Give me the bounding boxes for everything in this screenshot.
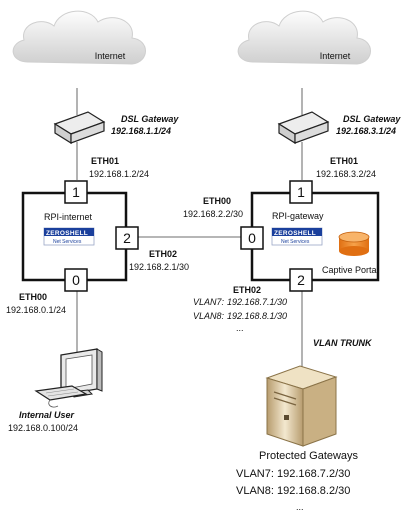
cloud-label-left: Internet <box>95 51 126 61</box>
port-2-left <box>115 226 139 250</box>
right-eth02-label: ETH02 <box>233 285 261 295</box>
zeroshell-logo: ZEROSHELL Net Services <box>271 227 323 246</box>
protected-gateways-title: Protected Gateways <box>259 450 359 462</box>
rpi-gateway-title: RPI-gateway <box>272 211 324 221</box>
zeroshell-logo-name: ZEROSHELL <box>46 230 88 237</box>
right-eth00-ip: 192.168.2.2/30 <box>183 209 243 219</box>
router-icon <box>277 111 330 145</box>
left-eth00-ip: 192.168.0.1/24 <box>6 305 66 315</box>
rpi-gateway-box: RPI-gateway ZEROSHELL Net Services Capti… <box>240 180 380 292</box>
left-eth00-label: ETH00 <box>19 292 47 302</box>
port-1-left-label: 1 <box>72 184 80 200</box>
right-vlan7-ip: 192.168.7.1/30 <box>227 297 287 307</box>
vlan-trunk-label: VLAN TRUNK <box>313 338 373 348</box>
port-0-left-label: 0 <box>72 272 80 288</box>
rpi-internet-box: RPI-internet ZEROSHELL Net Services 1 2 … <box>21 180 139 292</box>
server-vlan8: VLAN8: 192.168.8.2/30 <box>236 485 350 497</box>
dsl-gateway-left: DSL Gateway 192.168.1.1/24 <box>53 111 179 145</box>
left-eth02-label: ETH02 <box>149 249 177 259</box>
right-vlan7-label: VLAN7: <box>193 297 225 307</box>
left-eth02-ip: 192.168.2.1/30 <box>129 262 189 272</box>
right-eth01-ip: 192.168.3.2/24 <box>316 169 376 179</box>
dsl-gateway-left-name: DSL Gateway <box>121 114 179 124</box>
right-vlan-more: ... <box>236 323 244 333</box>
right-eth00-label: ETH00 <box>203 196 231 206</box>
zeroshell-logo-tagline: Net Services <box>281 239 310 245</box>
dsl-gateway-right-name: DSL Gateway <box>343 114 401 124</box>
port-1-left <box>64 180 88 204</box>
rpi-internet-title: RPI-internet <box>44 212 93 222</box>
captive-portal-label: Captive Portal <box>322 265 379 275</box>
zeroshell-logo-name: ZEROSHELL <box>274 230 316 237</box>
port-1-right <box>289 180 313 204</box>
right-eth01-label: ETH01 <box>330 156 358 166</box>
zeroshell-logo: ZEROSHELL Net Services <box>43 227 95 246</box>
internal-user-label: Internal User <box>19 410 75 420</box>
port-2-right <box>289 268 313 292</box>
port-0-right-label: 0 <box>248 230 256 246</box>
server-icon <box>265 365 338 447</box>
cloud-label-right: Internet <box>320 51 351 61</box>
dsl-gateway-right: DSL Gateway 192.168.3.1/24 <box>277 111 401 145</box>
port-0-left <box>64 268 88 292</box>
port-2-right-label: 2 <box>297 272 305 288</box>
port-2-left-label: 2 <box>123 230 131 246</box>
dsl-gateway-right-ip: 192.168.3.1/24 <box>336 126 396 136</box>
left-eth01-label: ETH01 <box>91 156 119 166</box>
right-vlan8-label: VLAN8: <box>193 311 225 321</box>
internet-cloud-left: Internet <box>12 10 146 65</box>
router-icon <box>53 111 106 145</box>
computer-icon <box>34 348 103 408</box>
left-eth01-ip: 192.168.1.2/24 <box>89 169 149 179</box>
port-0-right <box>240 226 264 250</box>
right-vlan8-ip: 192.168.8.1/30 <box>227 311 287 321</box>
server-more: ... <box>296 502 304 512</box>
connection-lines <box>76 88 303 368</box>
server-vlan7: VLAN7: 192.168.7.2/30 <box>236 468 350 480</box>
internet-cloud-right: Internet <box>237 10 371 65</box>
dsl-gateway-left-ip: 192.168.1.1/24 <box>111 126 171 136</box>
zeroshell-logo-tagline: Net Services <box>53 239 82 245</box>
port-1-right-label: 1 <box>297 184 305 200</box>
internal-user-ip: 192.168.0.100/24 <box>8 423 78 433</box>
database-icon <box>338 231 370 256</box>
